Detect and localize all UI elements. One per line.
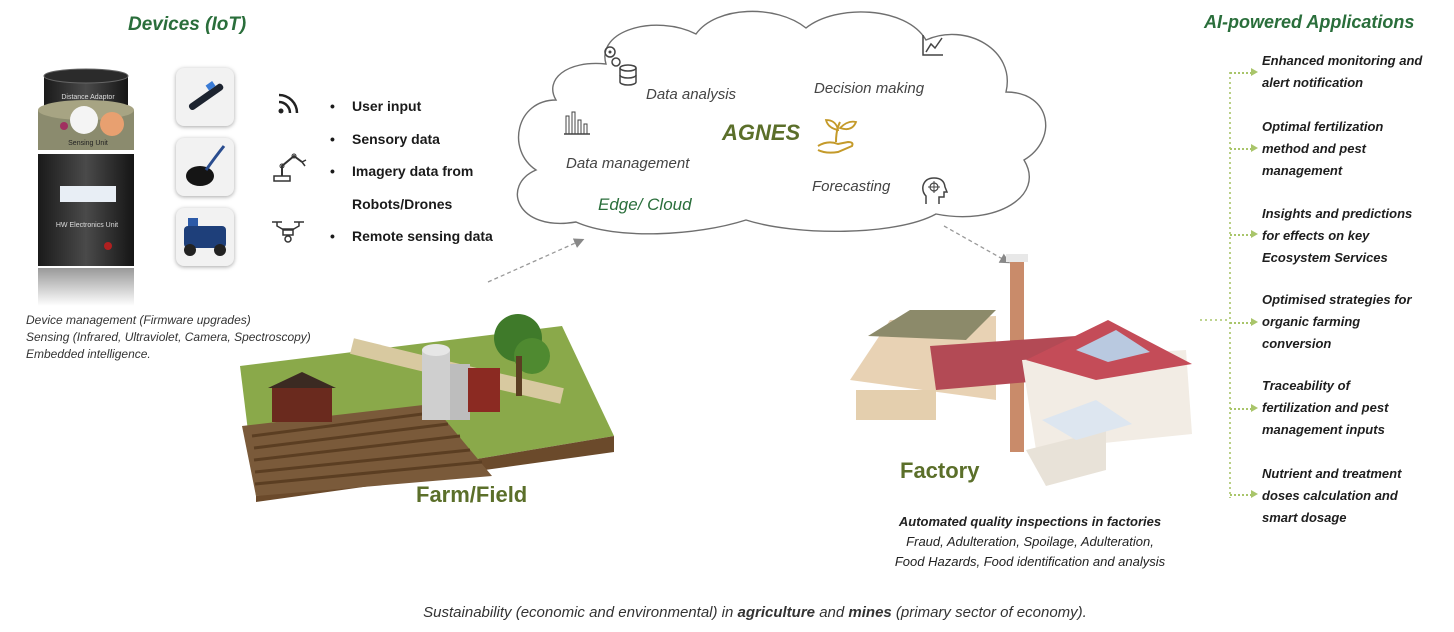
device-caption: Device management (Firmware upgrades) Se… (26, 313, 311, 361)
drone-icon (272, 221, 304, 243)
robot-arm-icon (273, 153, 307, 182)
distance-adaptor-label: Distance Adaptor (61, 94, 115, 101)
brain-head-icon (922, 177, 948, 204)
probe-sensor-thumbnail (176, 68, 234, 126)
input-item: User input (330, 90, 493, 123)
data-management-label: Data management (566, 155, 690, 172)
edge-cloud-label: Edge/ Cloud (598, 195, 692, 214)
arrow-icon (1230, 490, 1258, 498)
agnes-brand: AGNES (722, 120, 801, 145)
farm-field-illustration (240, 314, 614, 502)
footer-statement: Sustainability (economic and environment… (423, 604, 1087, 621)
arrow-icon (1230, 318, 1258, 326)
line-chart-icon (922, 35, 943, 56)
forecasting-label: Forecasting (812, 178, 891, 195)
hw-electronics-label: HW Electronics Unit (55, 222, 119, 229)
factory-illustration (850, 254, 1192, 486)
ai-apps-heading: AI-powered Applications (1204, 12, 1415, 32)
factory-caption: Automated quality inspections in factori… (894, 514, 1166, 569)
iot-device-illustration (38, 68, 134, 306)
gears-database-icon (604, 46, 637, 86)
plant-in-hand-icon (817, 119, 858, 154)
input-item-continuation: Robots/Drones (352, 195, 453, 212)
arrow-icon (1230, 68, 1258, 76)
decision-making-label: Decision making (814, 80, 925, 97)
input-item: Imagery data from (330, 155, 493, 188)
farm-field-label: Farm/Field (416, 482, 528, 507)
data-analysis-label: Data analysis (646, 86, 737, 103)
input-item: Remote sensing data (330, 220, 493, 253)
arrow-icon (1230, 404, 1258, 412)
arrow-icon (1230, 230, 1258, 238)
edge-cloud-shape (516, 10, 1047, 235)
factory-label: Factory (900, 458, 980, 483)
wireless-signal-icon (278, 93, 299, 114)
bar-chart-icon (564, 111, 590, 135)
input-item: Sensory data (330, 123, 493, 156)
robot-rover-thumbnail (176, 208, 234, 266)
device-inputs-list: User input Sensory data Imagery data fro… (330, 90, 493, 253)
sensing-unit-label: Sensing Unit (68, 140, 108, 147)
soil-sensor-thumbnail (176, 138, 234, 196)
arrow-icon (1230, 144, 1258, 152)
devices-heading: Devices (IoT) (128, 14, 247, 35)
